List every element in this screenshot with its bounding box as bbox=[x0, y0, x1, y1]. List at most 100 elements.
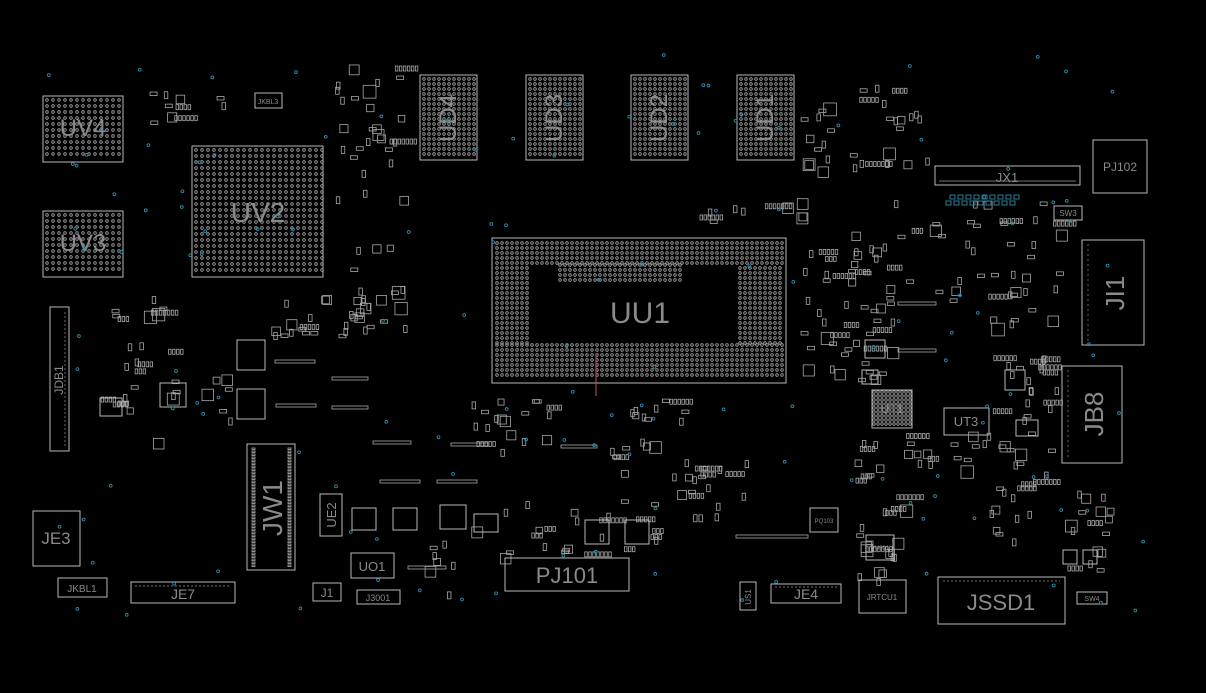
bga-ball bbox=[69, 128, 73, 132]
connector-jb8[interactable]: JB8 bbox=[1061, 365, 1123, 464]
bga-ball bbox=[427, 102, 431, 106]
bga-ball bbox=[575, 368, 579, 372]
bga-ball bbox=[645, 261, 649, 265]
connector-j1[interactable]: J1 bbox=[312, 582, 342, 602]
bga-ball bbox=[200, 214, 204, 218]
bga-ball bbox=[789, 112, 793, 116]
bga-ball bbox=[105, 116, 109, 120]
connector-je7[interactable]: JE7 bbox=[130, 581, 236, 604]
via bbox=[188, 253, 193, 258]
bga-ball bbox=[200, 196, 204, 200]
bga-ball bbox=[678, 147, 682, 151]
bga-ball bbox=[284, 172, 288, 176]
bga-ball bbox=[643, 117, 647, 121]
connector-jssd1[interactable]: JSSD1 bbox=[937, 576, 1066, 625]
connector-jw1[interactable]: JW1 bbox=[246, 443, 296, 571]
connector-j3001[interactable]: J3001 bbox=[356, 589, 401, 605]
chip-uv2[interactable]: UV2 bbox=[191, 145, 324, 278]
bga-ball bbox=[653, 147, 657, 151]
bga-ball bbox=[260, 178, 264, 182]
connector-pj102[interactable]: PJ102 bbox=[1092, 139, 1148, 194]
connector-jdb1[interactable]: JDB1 bbox=[49, 306, 70, 452]
bga-ball bbox=[665, 261, 669, 265]
passive-component bbox=[679, 417, 684, 426]
bga-ball bbox=[573, 142, 577, 146]
bga-ball bbox=[260, 256, 264, 260]
bga-ball bbox=[520, 271, 524, 275]
chip-ud1[interactable]: UD1 bbox=[736, 74, 795, 161]
bga-ball bbox=[764, 122, 768, 126]
bga-ball bbox=[57, 152, 61, 156]
bga-ball bbox=[660, 256, 664, 260]
bga-ball bbox=[308, 196, 312, 200]
bga-ball bbox=[563, 263, 567, 267]
chip-uv3[interactable]: UV3 bbox=[42, 210, 124, 278]
bga-ball bbox=[457, 112, 461, 116]
bga-ball bbox=[653, 77, 657, 81]
chip-ud4[interactable]: UD4 bbox=[419, 74, 478, 161]
bga-ball bbox=[638, 142, 642, 146]
bga-ball bbox=[105, 261, 109, 265]
ic-component bbox=[886, 285, 896, 295]
bga-ball bbox=[600, 373, 604, 377]
bga-ball bbox=[296, 208, 300, 212]
connector-pj101[interactable]: PJ101 bbox=[504, 557, 630, 592]
bga-ball bbox=[580, 256, 584, 260]
connector-jx1[interactable]: JX1 bbox=[934, 165, 1081, 186]
bga-ball bbox=[780, 358, 784, 362]
bga-ball bbox=[543, 132, 547, 136]
bga-ball bbox=[738, 276, 742, 280]
switch-us1[interactable]: US1 bbox=[739, 581, 757, 611]
switch-sw4[interactable]: SW4 bbox=[1076, 591, 1108, 605]
switch-sw3[interactable]: SW3 bbox=[1053, 205, 1083, 221]
bga-ball bbox=[320, 190, 324, 194]
bga-ball bbox=[218, 148, 222, 152]
connector-je3[interactable]: JE3 bbox=[32, 510, 81, 567]
bga-ball bbox=[206, 208, 210, 212]
bga-ball bbox=[779, 97, 783, 101]
chip-ud2[interactable]: UD2 bbox=[630, 74, 689, 161]
bga-ball bbox=[763, 296, 767, 300]
bga-ball bbox=[720, 363, 724, 367]
chip-uu1[interactable]: UU1 bbox=[491, 237, 787, 396]
bga-ball bbox=[462, 132, 466, 136]
bga-ball bbox=[462, 107, 466, 111]
via bbox=[562, 438, 567, 442]
bga-ball bbox=[99, 110, 103, 114]
bga-ball bbox=[700, 368, 704, 372]
bga-ball bbox=[765, 358, 769, 362]
bga-ball bbox=[51, 116, 55, 120]
connector-jkbl3[interactable]: JKBL3 bbox=[254, 92, 283, 109]
bga-ball bbox=[69, 104, 73, 108]
bga-ball bbox=[730, 373, 734, 377]
bga-ball bbox=[75, 243, 79, 247]
chip-uo1[interactable]: UO1 bbox=[350, 552, 395, 579]
bga-ball bbox=[218, 172, 222, 176]
connector-ji1[interactable]: JI1 bbox=[1081, 239, 1145, 346]
bga-ball bbox=[545, 358, 549, 362]
bga-ball bbox=[653, 132, 657, 136]
chip-ut3[interactable]: UT3 bbox=[943, 407, 990, 436]
label-je3: JE3 bbox=[41, 529, 70, 548]
bga-ball bbox=[510, 316, 514, 320]
chip-ue2[interactable]: UE2 bbox=[319, 493, 343, 537]
connector-je4[interactable]: JE4 bbox=[770, 583, 842, 604]
bga-ball bbox=[774, 92, 778, 96]
bga-ball bbox=[457, 97, 461, 101]
ic-component bbox=[951, 286, 961, 297]
bga-ball bbox=[775, 241, 779, 245]
chip-uv4[interactable]: UV4 bbox=[42, 95, 124, 163]
via bbox=[747, 264, 752, 268]
bga-ball bbox=[623, 263, 627, 267]
chip-ud3[interactable]: UD3 bbox=[525, 74, 584, 161]
bga-ball bbox=[218, 154, 222, 158]
connector-jrtcu1[interactable]: JRTCU1 bbox=[858, 579, 907, 614]
passive-component bbox=[882, 243, 888, 252]
bga-ball bbox=[260, 226, 264, 230]
chip-ut1[interactable]: UT1 bbox=[871, 389, 913, 429]
bga-ball bbox=[57, 104, 61, 108]
bga-ball bbox=[653, 92, 657, 96]
chip-pq103[interactable]: PQ103 bbox=[809, 507, 839, 533]
connector-jkbl1[interactable]: JKBL1 bbox=[57, 577, 108, 598]
bga-ball bbox=[648, 107, 652, 111]
